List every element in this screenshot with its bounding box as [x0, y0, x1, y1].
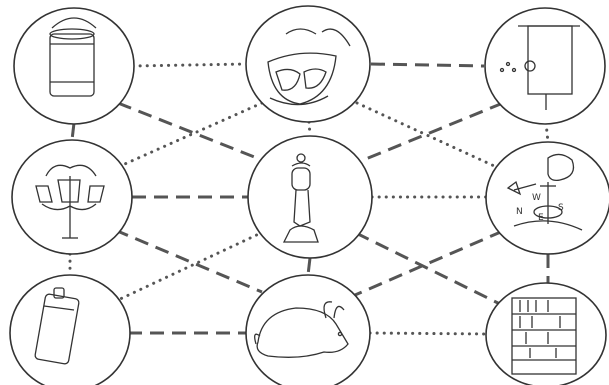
rabbit-icon — [254, 301, 349, 358]
node-street-lamp[interactable] — [11, 139, 133, 255]
connector-lunch-pail-oil-lamp — [117, 101, 263, 162]
bookcase-icon — [511, 297, 577, 375]
connector-oil-lamp-rabbit — [306, 257, 312, 276]
connector-oil-lamp-bookcase — [355, 231, 503, 307]
connector-birdhouse-oil-lamp — [355, 101, 504, 165]
node-birdhouse[interactable] — [484, 7, 606, 125]
connector-weather-vane-rabbit — [354, 229, 504, 297]
node-apron[interactable] — [245, 5, 371, 123]
street-lamp-icon — [35, 164, 105, 239]
oil-lamp-icon — [282, 153, 319, 243]
connector-apron-oil-lamp — [307, 120, 312, 137]
connector-lines — [68, 62, 550, 336]
connector-oil-lamp-flask — [116, 230, 265, 302]
birdhouse-icon — [499, 25, 580, 110]
connector-street-lamp-rabbit — [114, 228, 263, 294]
node-rabbit[interactable] — [245, 274, 371, 385]
lunch-pail-icon — [49, 17, 97, 97]
node-lunch-pail[interactable] — [13, 7, 135, 125]
connector-rabbit-bookcase — [368, 331, 488, 336]
connector-apron-weather-vane — [355, 101, 505, 172]
picture-nodes — [9, 5, 609, 385]
apron-icon — [267, 28, 351, 106]
node-oil-lamp[interactable] — [247, 135, 373, 259]
node-flask[interactable] — [9, 274, 131, 385]
svg-text:N: N — [516, 207, 523, 217]
flask-icon — [34, 287, 80, 365]
connector-lunch-pail-street-lamp — [70, 122, 76, 141]
connector-lunch-pail-apron — [131, 62, 247, 68]
svg-text:E: E — [538, 213, 544, 223]
svg-text:W: W — [532, 193, 541, 203]
svg-text:S: S — [558, 203, 564, 213]
connector-apron-street-lamp — [116, 101, 264, 169]
connector-birdhouse-weather-vane — [544, 121, 550, 144]
weather-vane-icon: N S W E — [506, 153, 583, 231]
connector-apron-birdhouse — [370, 62, 485, 68]
